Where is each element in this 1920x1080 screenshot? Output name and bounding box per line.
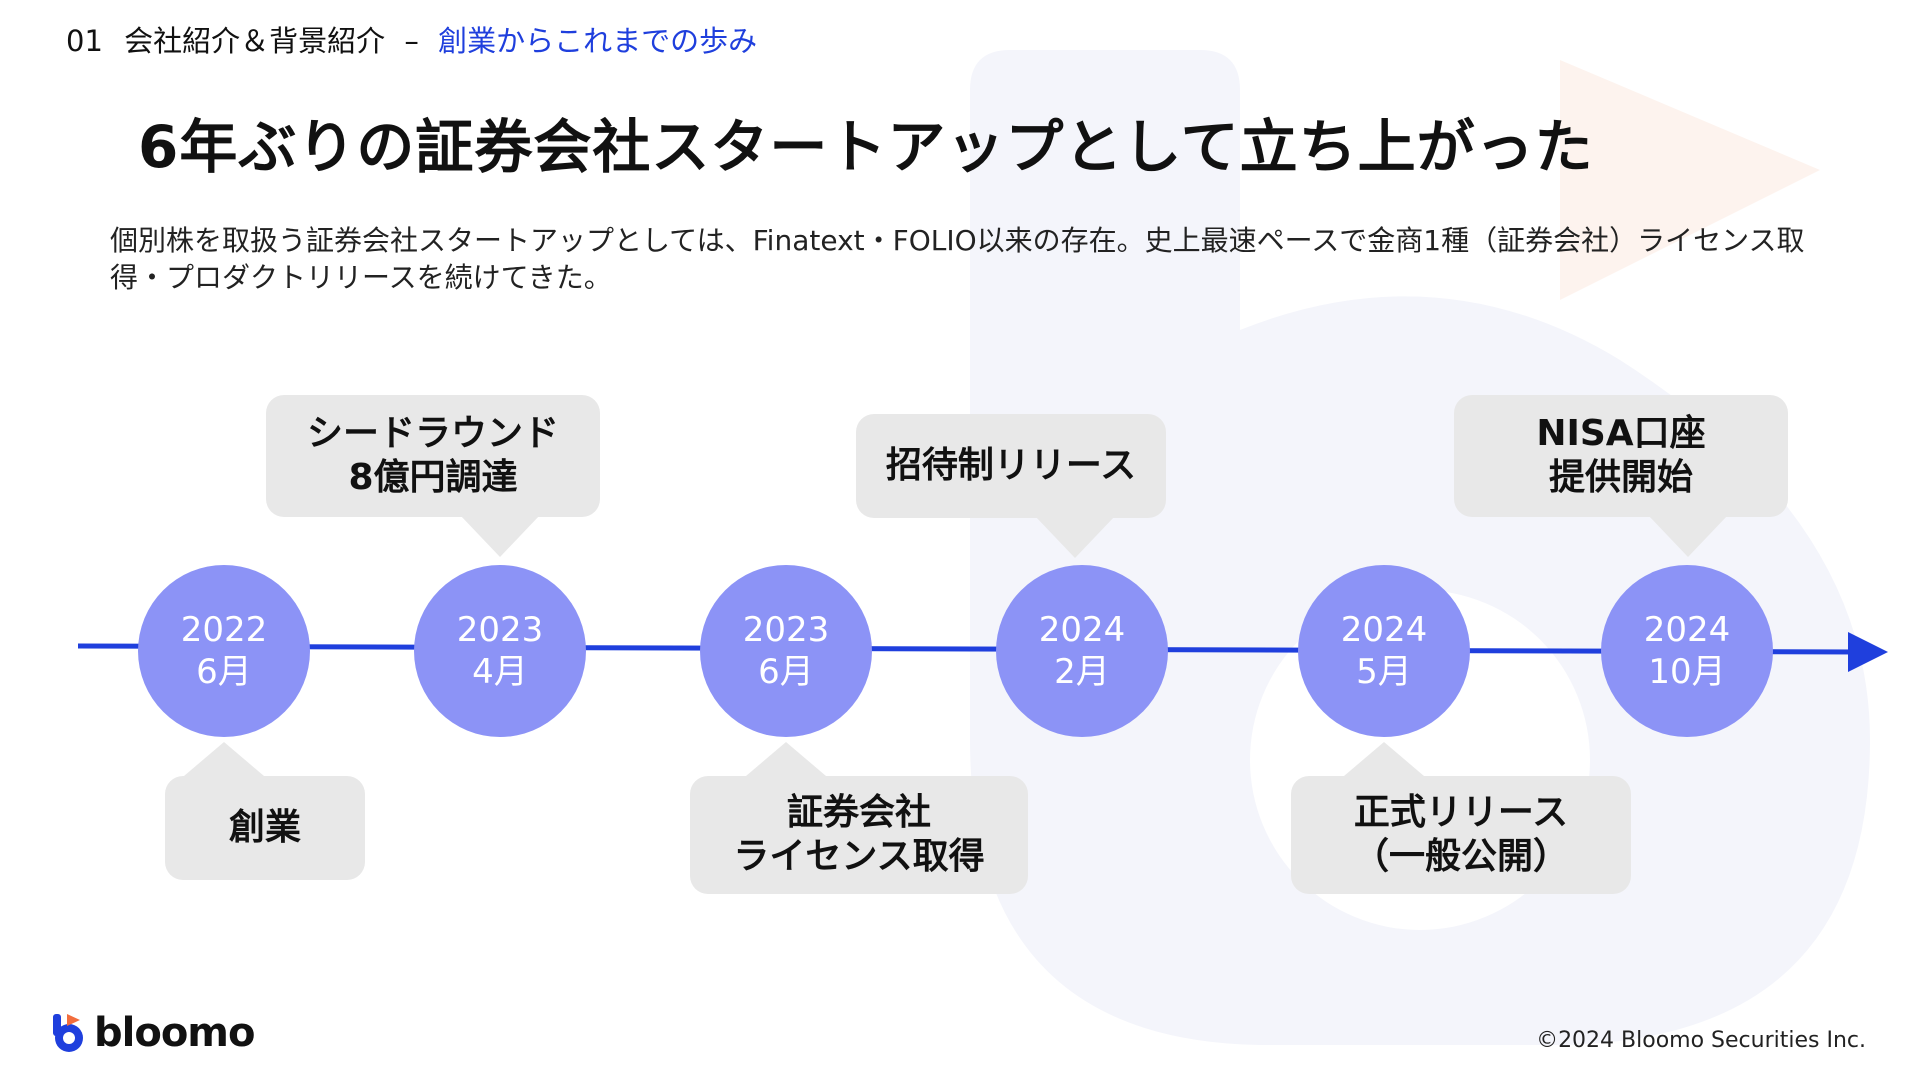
event-label: シードラウンド 8億円調達	[306, 413, 559, 498]
bubble-pointer	[184, 742, 264, 776]
bubble-pointer	[746, 742, 826, 776]
timeline-node: 2022 6月	[138, 565, 310, 737]
timeline-node: 2024 2月	[996, 565, 1168, 737]
timeline-month: 6月	[196, 652, 252, 692]
timeline-year: 2022	[180, 610, 268, 650]
event-label: 証券会社 ライセンス取得	[733, 792, 985, 877]
timeline-year: 2023	[742, 610, 830, 650]
timeline-month: 6月	[758, 652, 814, 692]
event-label: NISA口座 提供開始	[1536, 413, 1706, 498]
timeline-year: 2023	[456, 610, 544, 650]
bubble-pointer	[1035, 516, 1115, 558]
event-bubble: シードラウンド 8億円調達	[266, 395, 600, 517]
timeline-month: 5月	[1356, 652, 1412, 692]
bubble-pointer	[460, 515, 540, 557]
bubble-pointer	[1648, 515, 1728, 557]
timeline-month: 2月	[1054, 652, 1110, 692]
event-label: 創業	[228, 807, 301, 848]
bloomo-b-icon	[53, 1014, 83, 1052]
timeline-month: 10月	[1648, 652, 1726, 692]
bubble-pointer	[1344, 742, 1424, 776]
timeline-node: 2024 5月	[1298, 565, 1470, 737]
event-bubble: 招待制リリース	[856, 414, 1166, 518]
event-bubble: 正式リリース （一般公開）	[1291, 776, 1631, 894]
company-logo: bloomo	[50, 1010, 255, 1056]
arrow-right-icon	[1848, 632, 1888, 672]
timeline-node: 2023 4月	[414, 565, 586, 737]
event-label: 招待制リリース	[885, 445, 1137, 486]
event-bubble: 証券会社 ライセンス取得	[690, 776, 1028, 894]
breadcrumb-separator: –	[404, 24, 419, 58]
timeline-node: 2023 6月	[700, 565, 872, 737]
timeline-year: 2024	[1643, 610, 1731, 650]
logo-wordmark: bloomo	[94, 1010, 255, 1056]
timeline-month: 4月	[472, 652, 528, 692]
breadcrumb: 01 会社紹介＆背景紹介 – 創業からこれまでの歩み	[66, 18, 757, 60]
event-bubble: NISA口座 提供開始	[1454, 395, 1788, 517]
page-description: 個別株を取扱う証券会社スタートアップとしては、Finatext・FOLIO以来の…	[110, 224, 1805, 294]
timeline-year: 2024	[1038, 610, 1126, 650]
subsection-title: 創業からこれまでの歩み	[438, 24, 758, 58]
timeline-node: 2024 10月	[1601, 565, 1773, 737]
copyright: ©2024 Bloomo Securities Inc.	[1536, 1028, 1866, 1053]
timeline-year: 2024	[1340, 610, 1428, 650]
section-number: 01	[66, 24, 103, 58]
event-bubble: 創業	[165, 776, 365, 880]
section-title: 会社紹介＆背景紹介	[124, 24, 386, 58]
event-label: 正式リリース （一般公開）	[1352, 792, 1569, 877]
page-title: 6年ぶりの証券会社スタートアップとして立ち上がった	[138, 113, 1594, 181]
